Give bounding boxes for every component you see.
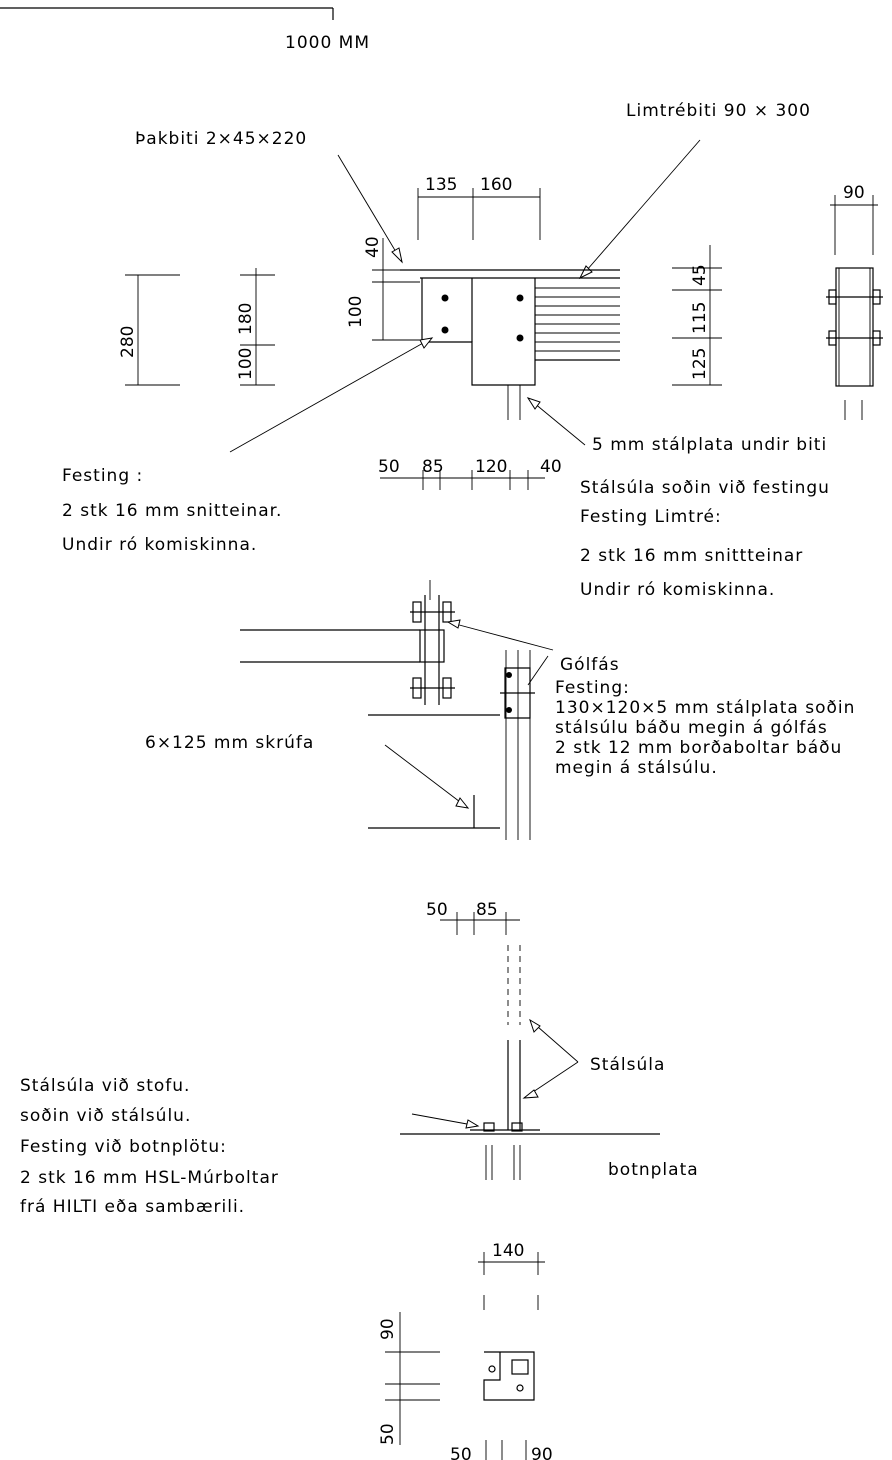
- column-note-1: Stálsúla við stofu.: [20, 1076, 190, 1096]
- golfas-label: Gólfás: [560, 655, 620, 675]
- column-note-2: soðin við stálsúlu.: [20, 1106, 191, 1126]
- dim-125: 125: [690, 348, 710, 380]
- limtre-line-2: Undir ró komiskinna.: [580, 580, 775, 600]
- dim-100-a: 100: [346, 296, 366, 328]
- beam-section-view: 90: [826, 183, 883, 420]
- dim-90-b: 90: [378, 1318, 398, 1340]
- screw-label: 6×125 mm skrúfa: [145, 733, 314, 753]
- right-side-dimensions: 45 115 125: [672, 245, 722, 386]
- column-note-3: Festing við botnplötu:: [20, 1137, 227, 1157]
- festing-limtre-label: Festing Limtré:: [580, 507, 722, 527]
- column-dimensions: 50 85: [426, 900, 520, 935]
- leader-arrowhead: [391, 247, 403, 264]
- roof-beam-label: Þakbiti 2×45×220: [135, 129, 307, 149]
- festing-title: Festing :: [62, 466, 143, 486]
- limtre-beam-label: Limtrébiti 90 × 300: [626, 101, 811, 121]
- dim-100-b: 100: [236, 348, 256, 380]
- dim-90-c: 90: [531, 1445, 553, 1460]
- steel-column-base: [400, 945, 660, 1180]
- dim-85-a: 85: [422, 457, 444, 477]
- base-plate-detail: 140 90 50 50 90: [378, 1241, 553, 1460]
- leader-arrowhead: [578, 265, 593, 280]
- limtre-line-1: 2 stk 16 mm snittteinar: [580, 546, 803, 566]
- dim-85-b: 85: [476, 900, 498, 920]
- dim-50-a: 50: [378, 457, 400, 477]
- column-note-4: 2 stk 16 mm HSL-Múrboltar: [20, 1168, 279, 1188]
- dim-40-b: 40: [540, 457, 562, 477]
- dim-50-c: 50: [378, 1423, 398, 1445]
- limtre-beam-leader: [579, 139, 701, 279]
- side-dimensions: 280 180 100: [118, 268, 275, 386]
- golfas-line-4: megin á stálsúlu.: [555, 758, 718, 778]
- dim-140: 140: [492, 1241, 524, 1261]
- column-label: Stálsúla: [590, 1055, 665, 1075]
- column-welded-label: Stálsúla soðin við festingu: [580, 478, 830, 498]
- scale-label: 1000 MM: [285, 33, 370, 53]
- steel-plate-label: 5 mm stálplata undir biti: [592, 435, 827, 455]
- beam-connection-detail: 135 160 40 100: [346, 175, 620, 490]
- festing-leader: [229, 337, 433, 453]
- dim-50-d: 50: [450, 1445, 472, 1460]
- dim-50-b: 50: [426, 900, 448, 920]
- dim-135: 135: [425, 175, 457, 195]
- dim-90: 90: [843, 183, 865, 203]
- dim-180: 180: [236, 303, 256, 335]
- scale-bar: 1000 MM: [0, 7, 370, 53]
- golfas-line-3: 2 stk 12 mm borðaboltar báðu: [555, 738, 842, 758]
- dim-115: 115: [690, 302, 710, 334]
- dim-45: 45: [690, 264, 710, 286]
- golfas-line-1: 130×120×5 mm stálplata soðin: [555, 698, 855, 718]
- dim-160: 160: [480, 175, 512, 195]
- festing-2-label: Festing:: [555, 678, 630, 698]
- golfas-line-2: stálsúlu báðu megin á gólfás: [555, 718, 828, 738]
- dim-280: 280: [118, 326, 138, 358]
- botnplata-label: botnplata: [608, 1160, 699, 1180]
- column-note-5: frá HILTI eða sambærili.: [20, 1197, 245, 1217]
- roof-beam-leader: [337, 154, 403, 263]
- floor-joist-detail: [240, 580, 554, 840]
- festing-line-1: 2 stk 16 mm snitteinar.: [62, 501, 282, 521]
- dim-120: 120: [475, 457, 507, 477]
- festing-line-2: Undir ró komiskinna.: [62, 535, 257, 555]
- dim-40: 40: [363, 236, 383, 258]
